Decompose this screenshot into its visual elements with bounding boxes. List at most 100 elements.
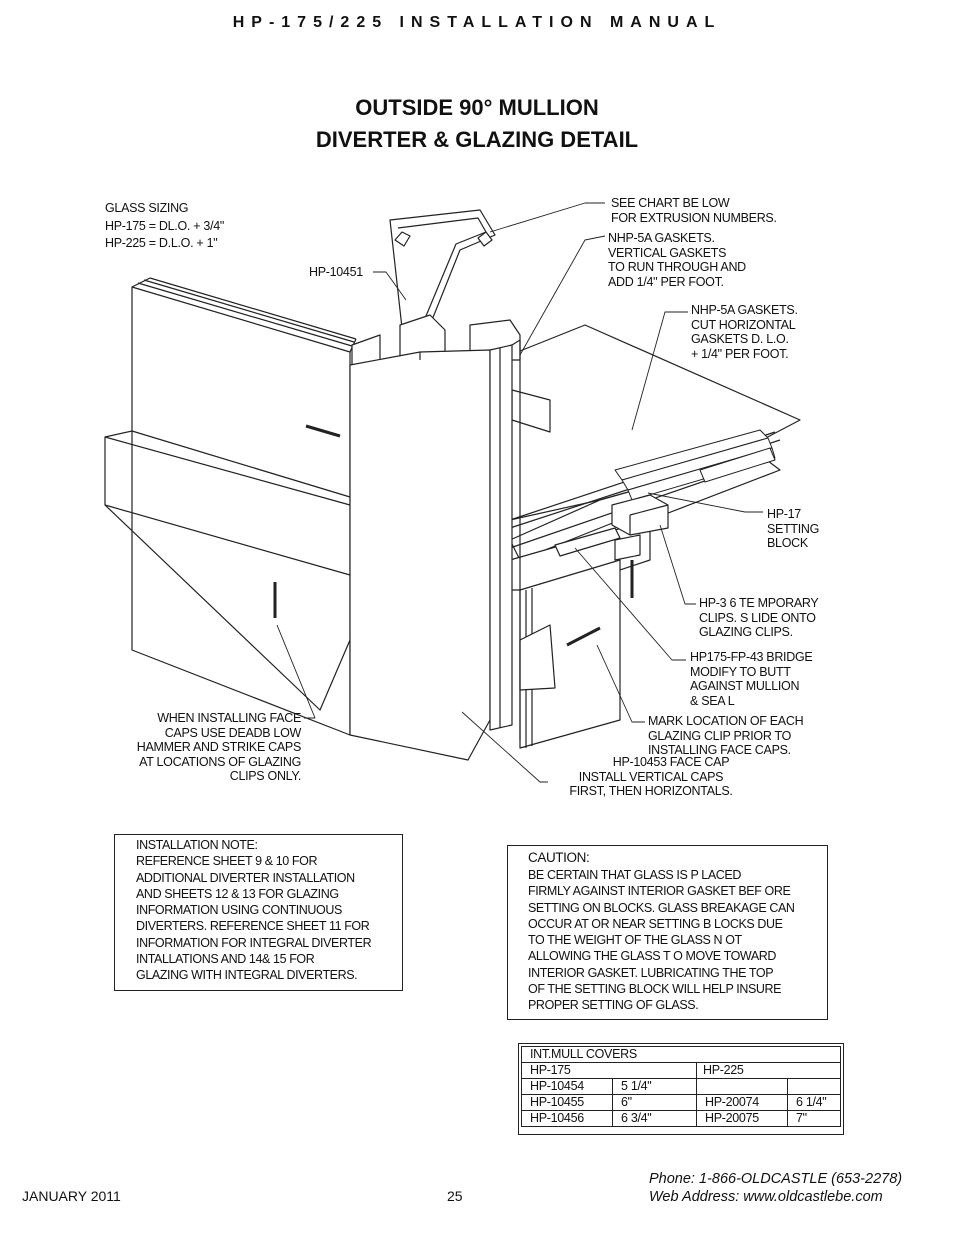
caution-box: CAUTION: BE CERTAIN THAT GLASS IS P LACE… [507, 845, 828, 1020]
face-cap-line: HP-10453 FACE CAP [612, 755, 730, 769]
hp36-line: HP-3 6 TE MPORARY [699, 596, 819, 610]
table-cell: 7" [787, 1110, 841, 1127]
gasket-strips [614, 429, 776, 501]
caution-line: OCCUR AT OR NEAR SETTING B LOCKS DUE [528, 916, 783, 931]
table-cell: 6" [612, 1094, 697, 1111]
hp36-line: CLIPS. S LIDE ONTO [699, 610, 816, 625]
footer-date: JANUARY 2011 [22, 1188, 121, 1204]
table-cell: 5 1/4" [612, 1078, 697, 1095]
table-cell: HP-10455 [521, 1094, 613, 1111]
mark-location-line: GLAZING CLIP PRIOR TO [648, 728, 792, 743]
caution-line: OF THE SETTING BLOCK WILL HELP INSURE [528, 982, 782, 997]
table-cell: 6 3/4" [612, 1110, 697, 1127]
caution-line: TO THE WEIGHT OF THE GLASS N OT [528, 933, 742, 948]
caution-line: INTERIOR GASKET. LUBRICATING THE TOP [528, 965, 774, 980]
note-line: DIVERTERS. REFERENCE SHEET 11 FOR [136, 919, 370, 934]
caution-heading: CAUTION: [528, 850, 590, 865]
note-line: INFORMATION FOR INTEGRAL DIVERTER [136, 935, 372, 950]
caution-line: PROPER SETTING OF GLASS. [528, 998, 699, 1013]
nhp-vertical-line: TO RUN THROUGH AND [608, 260, 746, 274]
note-line: AND SHEETS 12 & 13 FOR GLAZING [136, 886, 339, 901]
see-chart-label: SEE CHART BE LOW FOR EXTRUSION NUMBERS. [611, 196, 777, 225]
mark-location-line: MARK LOCATION OF EACH [648, 714, 804, 728]
col-header-hp175: HP-175 [521, 1062, 697, 1079]
hp17-line: BLOCK [767, 536, 808, 550]
deadblow-line: AT LOCATIONS OF GLAZING [139, 754, 301, 769]
table-heading: INT.MULL COVERS [521, 1046, 841, 1063]
deadblow-label: WHEN INSTALLING FACE CAPS USE DEADB LOW … [100, 711, 302, 784]
title-line-2: DIVERTER & GLAZING DETAIL [315, 127, 639, 152]
deadblow-line: HAMMER AND STRIKE CAPS [136, 740, 302, 754]
caution-line: BE CERTAIN THAT GLASS IS P LACED [528, 868, 741, 882]
nhp-horizontal-line: + 1/4" PER FOOT. [691, 346, 789, 361]
mullion-profile [351, 209, 551, 433]
table-row: HP-10454 5 1/4" [521, 1078, 841, 1095]
page-title: OUTSIDE 90° MULLION DIVERTER & GLAZING D… [0, 92, 954, 156]
lower-vertical-glass [519, 559, 621, 749]
setting-block [554, 494, 669, 598]
bridge-line: MODIFY TO BUTT [690, 664, 791, 679]
caution-line: FIRMLY AGAINST INTERIOR GASKET BEF ORE [528, 884, 791, 899]
see-chart-line: FOR EXTRUSION NUMBERS. [611, 210, 777, 225]
nhp-vertical-label: NHP-5A GASKETS. VERTICAL GASKETS TO RUN … [608, 231, 746, 289]
caution-line: SETTING ON BLOCKS. GLASS BREAKAGE CAN [528, 900, 795, 915]
hp36-line: GLAZING CLIPS. [699, 625, 793, 639]
hp10451-label: HP-10451 [309, 265, 363, 279]
note-line: INFORMATION USING CONTINUOUS [136, 903, 342, 918]
deadblow-line: CAPS USE DEADB LOW [164, 725, 302, 740]
hp17-line: SETTING [767, 521, 820, 536]
glass-sizing-label: GLASS SIZING HP-175 = DL.O. + 3/4" HP-22… [105, 201, 224, 251]
table-row: HP-10456 6 3/4" HP-20075 7" [521, 1110, 841, 1127]
installation-note-box: INSTALLATION NOTE: REFERENCE SHEET 9 & 1… [114, 834, 403, 991]
nhp-horizontal-label: NHP-5A GASKETS. CUT HORIZONTAL GASKETS D… [691, 303, 798, 361]
footer-phone: Phone: 1-866-OLDCASTLE (653-2278) [649, 1171, 903, 1187]
mark-location-label: MARK LOCATION OF EACH GLAZING CLIP PRIOR… [648, 714, 804, 758]
table-row: HP-10455 6" HP-20074 6 1/4" [521, 1094, 841, 1111]
nhp-horizontal-line: NHP-5A GASKETS. [691, 303, 798, 317]
caution-line: ALLOWING THE GLASS T O MOVE TOWARD [528, 949, 777, 964]
page-number: 25 [447, 1188, 463, 1204]
nhp-vertical-line: ADD 1/4" PER FOOT. [608, 274, 724, 289]
nhp-horizontal-line: GASKETS D. L.O. [691, 332, 789, 346]
glass-sizing-line: GLASS SIZING [105, 201, 189, 215]
note-line: REFERENCE SHEET 9 & 10 FOR [136, 854, 318, 869]
table-cell: HP-20074 [696, 1094, 788, 1111]
table-cell: HP-20075 [696, 1110, 788, 1127]
table-cell: 6 1/4" [787, 1094, 841, 1111]
bridge-label: HP175-FP-43 BRIDGE MODIFY TO BUTT AGAINS… [690, 650, 813, 708]
footer-contact: Phone: 1-866-OLDCASTLE (653-2278) Web Ad… [649, 1170, 902, 1206]
horizontal-face-cap [104, 430, 351, 711]
bridge-line: HP175-FP-43 BRIDGE [690, 650, 813, 664]
nhp-vertical-line: NHP-5A GASKETS. [608, 231, 715, 245]
see-chart-line: SEE CHART BE LOW [611, 196, 730, 210]
leader-lines [276, 202, 763, 783]
face-cap-line: FIRST, THEN HORIZONTALS. [569, 784, 733, 798]
manual-header: HP-175/225 INSTALLATION MANUAL [232, 14, 722, 31]
mark-location-line: INSTALLING FACE CAPS. [648, 743, 791, 757]
table-cell: HP-10456 [521, 1110, 613, 1127]
note-line: INTALLATIONS AND 14& 15 FOR [136, 952, 315, 967]
table-row: INT.MULL COVERS [521, 1046, 841, 1063]
table-row: HP-175 HP-225 [521, 1062, 841, 1079]
hp17-label: HP-17 SETTING BLOCK [767, 507, 819, 551]
hp17-line: HP-17 [767, 507, 801, 521]
glass-sizing-line: HP-225 = D.L.O. + 1" [105, 236, 218, 250]
bridge-line: & SEA L [690, 693, 735, 708]
footer-web: Web Address: www.oldcastlebe.com [649, 1189, 883, 1205]
nhp-vertical-line: VERTICAL GASKETS [608, 245, 727, 260]
mull-covers-table-frame: INT.MULL COVERS HP-175 HP-225 HP-10454 5… [518, 1043, 844, 1135]
mull-covers-table: INT.MULL COVERS HP-175 HP-225 HP-10454 5… [521, 1046, 841, 1127]
vertical-face-cap [273, 339, 521, 761]
note-line: GLAZING WITH INTEGRAL DIVERTERS. [136, 968, 358, 983]
note-line: INSTALLATION NOTE: [136, 838, 258, 852]
face-cap-line: INSTALL VERTICAL CAPS [578, 769, 724, 784]
table-cell [696, 1078, 788, 1095]
note-line: ADDITIONAL DIVERTER INSTALLATION [136, 870, 355, 885]
face-cap-label: HP-10453 FACE CAP INSTALL VERTICAL CAPS … [556, 755, 746, 799]
deadblow-line: CLIPS ONLY. [229, 769, 302, 783]
table-cell: HP-10454 [521, 1078, 613, 1095]
deadblow-line: WHEN INSTALLING FACE [157, 711, 301, 725]
glass-sizing-line: HP-175 = DL.O. + 3/4" [105, 218, 225, 233]
title-line-1: OUTSIDE 90° MULLION [355, 95, 599, 120]
